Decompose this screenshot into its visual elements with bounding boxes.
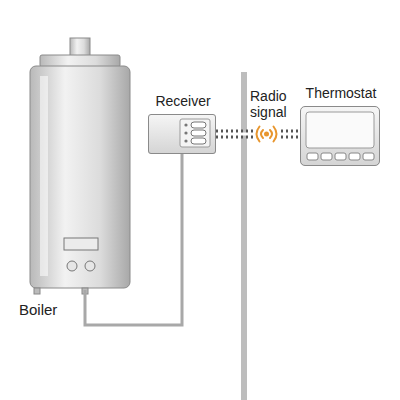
node-heading: Thermostat — [306, 85, 377, 101]
edge-label: Radio signal — [250, 88, 296, 120]
node-heading: Boiler — [19, 302, 57, 318]
receiver-illustration — [148, 114, 216, 154]
radio-waves-icon — [253, 122, 281, 146]
boiler-node: Boiler — [30, 40, 130, 290]
thermostat-illustration — [300, 106, 380, 166]
node-heading: Receiver — [155, 93, 210, 109]
wall — [241, 72, 247, 400]
control-wire — [85, 154, 182, 325]
thermostat-box: Thermostat — [300, 106, 380, 166]
receiver-box: Receiver — [148, 114, 216, 154]
boiler-illustration — [30, 38, 130, 294]
